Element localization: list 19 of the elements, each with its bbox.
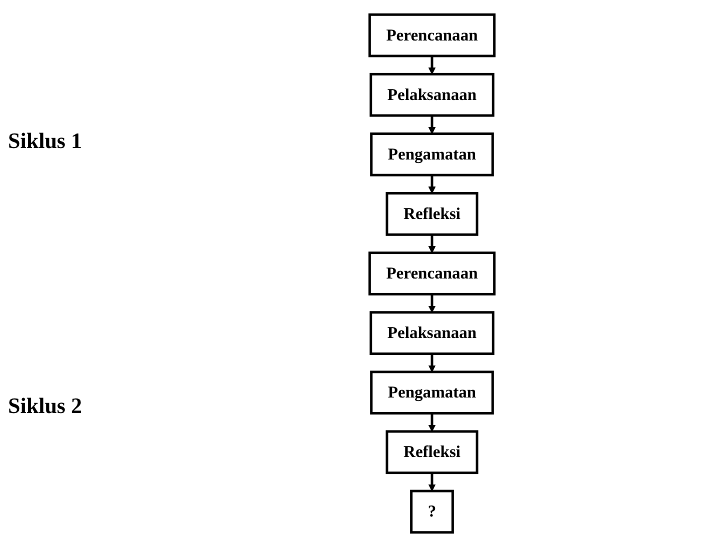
cycle-label: Siklus 1: [8, 128, 83, 154]
node-box: Perencanaan: [368, 13, 496, 58]
arrow: [428, 56, 436, 74]
arrow: [428, 294, 436, 313]
node-box: Perencanaan: [368, 252, 496, 296]
arrow: [428, 413, 436, 432]
node-box: Refleksi: [386, 192, 478, 236]
node-box: ?: [410, 490, 454, 534]
arrow: [428, 354, 436, 372]
cycle-label: Siklus 2: [8, 393, 83, 420]
node-box: Pengamatan: [370, 132, 494, 176]
arrow: [428, 234, 436, 254]
arrow: [428, 175, 436, 194]
arrow: [428, 472, 436, 492]
node-box: Refleksi: [386, 430, 478, 474]
arrow: [428, 116, 436, 134]
node-box: Pelaksanaan: [370, 311, 494, 355]
node-box: Pengamatan: [370, 370, 494, 415]
node-box: Pelaksanaan: [370, 72, 494, 117]
